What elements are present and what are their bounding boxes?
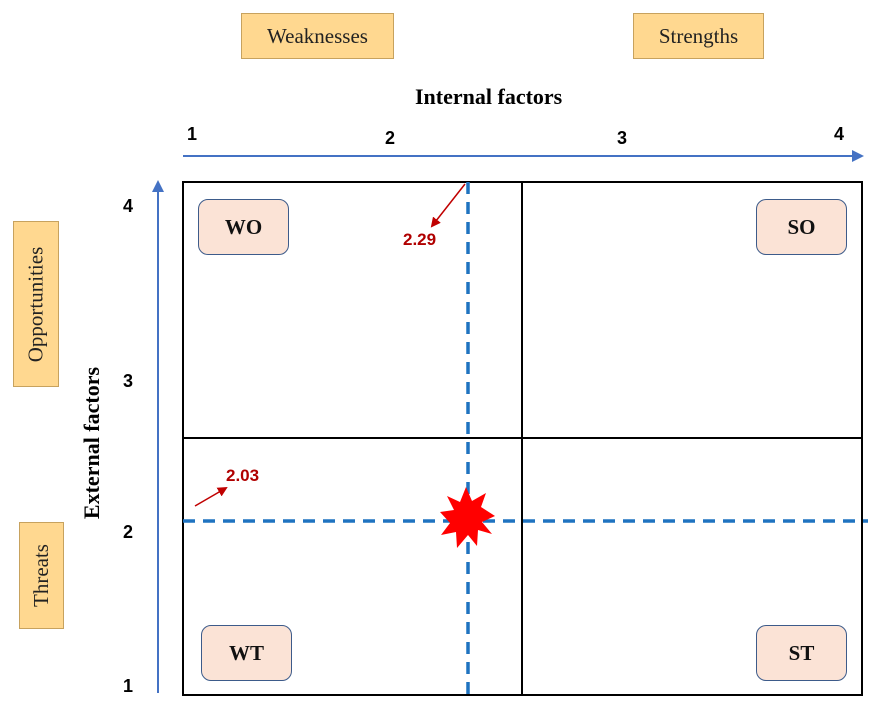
x-tick-4: 4: [834, 124, 845, 144]
x-axis-title: Internal factors: [415, 84, 563, 109]
y-tick-1: 1: [123, 676, 134, 696]
quadrant-st-label: ST: [788, 640, 815, 665]
internal-score-label: 2.29: [403, 230, 437, 249]
quadrant-st: ST: [756, 625, 847, 681]
y-tick-4: 4: [123, 196, 134, 216]
quadrant-wt: WT: [201, 625, 292, 681]
external-score-pointer: [194, 486, 228, 507]
quadrant-so-label: SO: [787, 214, 816, 239]
external-score-label: 2.03: [226, 466, 260, 485]
y-tick-3: 3: [123, 371, 134, 391]
weaknesses-label-text: Weaknesses: [267, 23, 368, 48]
threats-label: Threats: [19, 522, 64, 629]
internal-score-pointer: [430, 183, 466, 228]
x-tick-3: 3: [617, 128, 628, 148]
x-tick-2: 2: [385, 128, 396, 148]
x-tick-1: 1: [187, 124, 198, 144]
position-starburst-marker: [440, 487, 495, 548]
quadrant-wo-label: WO: [224, 214, 263, 239]
weaknesses-label: Weaknesses: [241, 13, 394, 59]
opportunities-label: Opportunities: [13, 221, 59, 387]
quadrant-wt-label: WT: [228, 640, 264, 665]
strengths-label: Strengths: [633, 13, 764, 59]
y-tick-2: 2: [123, 522, 134, 542]
quadrant-so: SO: [756, 199, 847, 255]
strengths-label-text: Strengths: [658, 23, 739, 48]
quadrant-wo: WO: [198, 199, 289, 255]
